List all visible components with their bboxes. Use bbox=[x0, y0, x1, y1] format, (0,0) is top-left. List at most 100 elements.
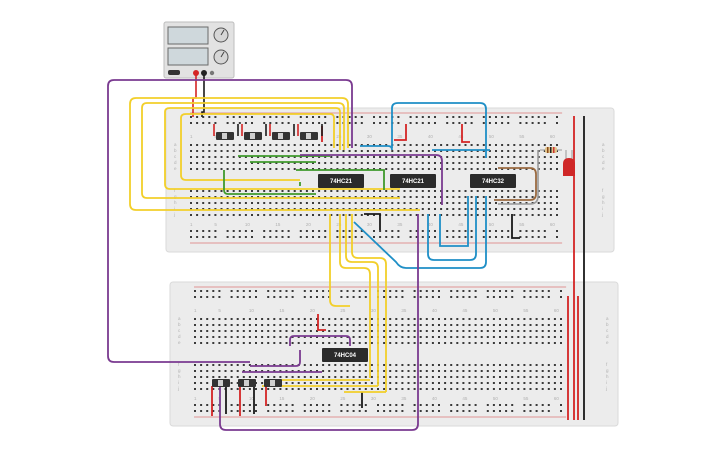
row-letter: a bbox=[606, 316, 609, 321]
column-number: 60 bbox=[554, 396, 560, 401]
yellow-wire-1 bbox=[129, 97, 420, 211]
row-letter: g bbox=[178, 368, 181, 373]
row-letter: j bbox=[177, 386, 179, 391]
voltage-display bbox=[167, 26, 209, 45]
gray-wire bbox=[498, 150, 539, 205]
row-letter: i bbox=[174, 206, 175, 211]
breadboard-bottom[interactable]: 1155101015152020252530303535404045455050… bbox=[169, 281, 619, 427]
column-number: 20 bbox=[310, 308, 316, 313]
column-number: 1 bbox=[190, 222, 193, 227]
row-letter: a bbox=[174, 142, 177, 147]
blue-wire-bottom-1 bbox=[427, 196, 477, 261]
power-button[interactable] bbox=[168, 70, 180, 75]
column-number: 1 bbox=[194, 308, 197, 313]
chip-label: 74HC32 bbox=[482, 179, 505, 185]
positive-terminal-icon[interactable] bbox=[193, 70, 199, 76]
row-letter: c bbox=[178, 328, 181, 333]
chip-label: 74HC21 bbox=[402, 179, 425, 185]
chip-label: 74HC04 bbox=[334, 353, 357, 359]
led-icon[interactable] bbox=[563, 150, 575, 176]
brown-wire bbox=[494, 167, 537, 201]
row-letter: i bbox=[178, 380, 179, 385]
negative-terminal-icon[interactable] bbox=[201, 70, 207, 76]
column-number: 10 bbox=[245, 222, 251, 227]
column-number: 20 bbox=[310, 396, 316, 401]
column-number: 25 bbox=[340, 396, 346, 401]
row-letter: b bbox=[174, 148, 177, 153]
column-number: 55 bbox=[519, 134, 525, 139]
column-number: 5 bbox=[214, 134, 217, 139]
slide-switch-5[interactable] bbox=[212, 379, 230, 387]
column-number: 15 bbox=[279, 308, 285, 313]
row-letter: a bbox=[602, 142, 605, 147]
column-number: 10 bbox=[249, 396, 255, 401]
chip-74hc32[interactable]: 74HC32 bbox=[470, 174, 516, 188]
row-letter: g bbox=[602, 194, 605, 199]
row-letter: b bbox=[606, 322, 609, 327]
slide-switch-1[interactable] bbox=[216, 132, 234, 140]
purple-wire-bottom bbox=[219, 214, 419, 431]
power-supply[interactable] bbox=[163, 21, 235, 79]
row-letter: b bbox=[602, 148, 605, 153]
column-number: 40 bbox=[432, 308, 438, 313]
row-letter: f bbox=[174, 188, 176, 193]
yellow-wire-3 bbox=[164, 107, 400, 190]
chip-74hc04[interactable]: 74HC04 bbox=[322, 348, 368, 362]
column-number: 45 bbox=[458, 222, 464, 227]
row-letter: d bbox=[602, 160, 605, 165]
purple-wire-upper bbox=[300, 154, 443, 205]
row-letter: d bbox=[606, 334, 609, 339]
column-number: 15 bbox=[275, 222, 281, 227]
row-letter: h bbox=[602, 200, 605, 205]
yellow-wire-2 bbox=[141, 102, 400, 199]
row-letter: c bbox=[174, 154, 177, 159]
column-number: 30 bbox=[367, 222, 373, 227]
row-letter: h bbox=[174, 200, 177, 205]
purple-wire-left-loop bbox=[107, 79, 353, 363]
row-letter: g bbox=[174, 194, 177, 199]
column-number: 30 bbox=[371, 396, 377, 401]
slide-switch-3[interactable] bbox=[272, 132, 290, 140]
chip-74hc21-b[interactable]: 74HC21 bbox=[390, 174, 436, 188]
column-number: 5 bbox=[214, 222, 217, 227]
row-letter: h bbox=[178, 374, 181, 379]
column-number: 30 bbox=[371, 308, 377, 313]
column-number: 60 bbox=[550, 134, 556, 139]
chip-label: 74HC21 bbox=[330, 179, 353, 185]
row-letter: f bbox=[606, 362, 608, 367]
column-number: 55 bbox=[523, 396, 529, 401]
column-number: 55 bbox=[519, 222, 525, 227]
column-number: 15 bbox=[279, 396, 285, 401]
row-letter: i bbox=[602, 206, 603, 211]
column-number: 50 bbox=[489, 134, 495, 139]
yellow-wire-4 bbox=[180, 113, 335, 181]
row-letter: j bbox=[605, 386, 607, 391]
row-letter: e bbox=[606, 340, 609, 345]
row-letter: d bbox=[174, 160, 177, 165]
row-letter: d bbox=[178, 334, 181, 339]
wires bbox=[107, 75, 585, 431]
column-number: 45 bbox=[462, 396, 468, 401]
column-number: 20 bbox=[306, 222, 312, 227]
column-number: 60 bbox=[550, 222, 556, 227]
slide-switch-6[interactable] bbox=[238, 379, 256, 387]
column-number: 5 bbox=[218, 308, 221, 313]
slide-switch-7[interactable] bbox=[264, 379, 282, 387]
current-display bbox=[167, 47, 209, 66]
column-number: 35 bbox=[397, 222, 403, 227]
column-number: 1 bbox=[190, 134, 193, 139]
blue-wire-top bbox=[391, 102, 487, 158]
blue-wire-bottom-2 bbox=[353, 196, 487, 269]
resistor-icon[interactable] bbox=[540, 147, 562, 153]
green-wire-3 bbox=[223, 170, 316, 195]
column-number: 30 bbox=[367, 134, 373, 139]
row-letter: b bbox=[178, 322, 181, 327]
slide-switch-2[interactable] bbox=[244, 132, 262, 140]
column-number: 35 bbox=[401, 308, 407, 313]
ground-terminal-icon[interactable] bbox=[209, 70, 215, 76]
chip-74hc21-a[interactable]: 74HC21 bbox=[318, 174, 364, 188]
slide-switch-4[interactable] bbox=[300, 132, 318, 140]
column-number: 50 bbox=[493, 308, 499, 313]
